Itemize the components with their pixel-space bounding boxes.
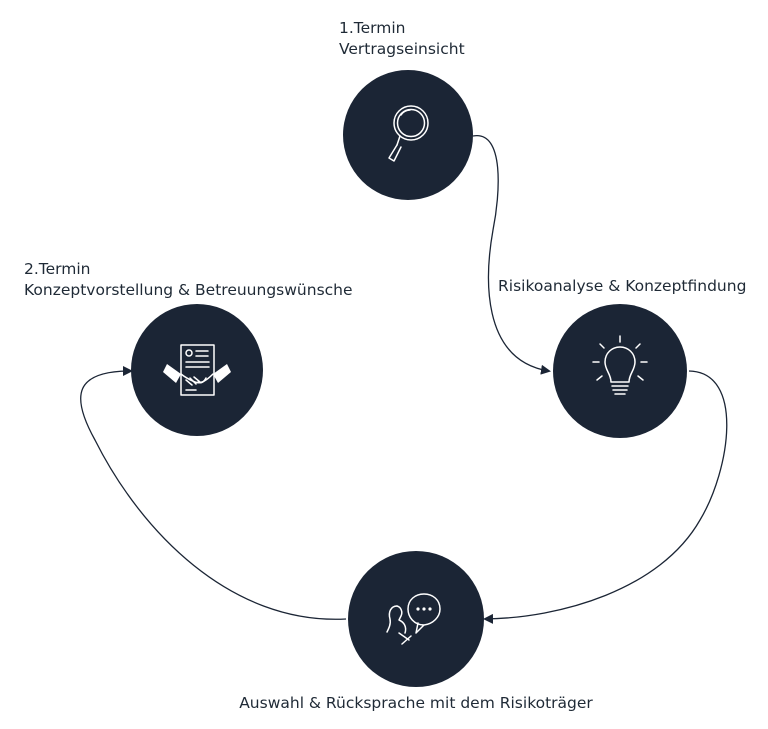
step-subtitle: Vertragseinsicht	[339, 40, 465, 58]
connector-step2-to-step3	[483, 370, 728, 624]
step-node-risikoanalyse	[553, 304, 687, 438]
step-node-konzeptvorstellung	[131, 304, 263, 436]
step-label-konzeptvorstellung: 2.Termin Konzeptvorstellung & Betreuungs…	[24, 259, 353, 301]
step-node-vertragseinsicht	[343, 70, 473, 200]
step-title: 2.Termin	[24, 260, 91, 278]
connector-step3-to-step4	[80, 366, 347, 620]
step-title: Auswahl & Rücksprache mit dem Risikoträg…	[239, 694, 593, 712]
step-label-vertragseinsicht: 1.Termin Vertragseinsicht	[339, 18, 465, 60]
step-title: Risikoanalyse & Konzeptfindung	[498, 277, 747, 295]
step-label-auswahl: Auswahl & Rücksprache mit dem Risikoträg…	[223, 693, 609, 714]
step-label-risikoanalyse: Risikoanalyse & Konzeptfindung	[498, 276, 746, 297]
magnifier-icon	[388, 105, 429, 162]
speech-bubble-icon	[386, 593, 441, 645]
connector-step1-to-step2	[472, 135, 551, 375]
step-subtitle: Konzeptvorstellung & Betreuungswünsche	[24, 281, 353, 299]
handshake-contract-icon	[163, 344, 231, 396]
lightbulb-icon	[592, 335, 648, 395]
step-title: 1.Termin	[339, 19, 406, 37]
step-node-auswahl	[348, 551, 484, 687]
